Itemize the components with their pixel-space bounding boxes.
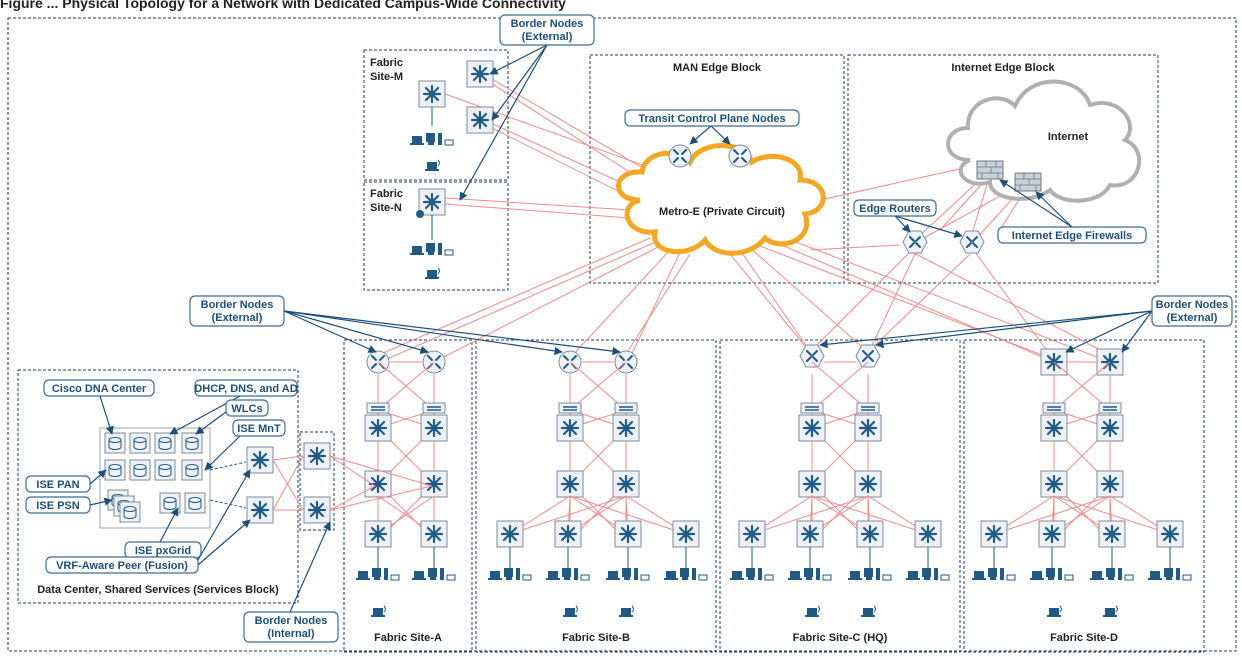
- transit-cp-callout-text: Transit Control Plane Nodes: [638, 113, 785, 125]
- border-right-callout-text: (External): [1167, 312, 1218, 324]
- services-block-label: Data Center, Shared Services (Services B…: [37, 584, 279, 596]
- edge-routers-callout: Edge Routers: [853, 199, 963, 238]
- wlcs-callout: WLCs: [195, 399, 269, 435]
- vrf-peer-callout: VRF-Aware Peer (Fusion): [45, 469, 251, 574]
- ise-psn-callout: ISE PSN: [25, 496, 113, 514]
- vrf-peer-callout-text: VRF-Aware Peer (Fusion): [56, 560, 188, 572]
- ise-pxgrid-callout-text: ISE pxGrid: [135, 545, 191, 557]
- figure-title: Figure ... Physical Topology for a Netwo…: [0, 0, 566, 11]
- fabric-site-n-box: [363, 181, 509, 291]
- fabric-site-c-box: [719, 339, 961, 653]
- metro-e-cloud: Metro-E (Private Circuit): [616, 143, 826, 256]
- services-block-box: [17, 369, 299, 604]
- fabric-site-stack: [971, 347, 1192, 618]
- fabric-site-d-box: [963, 339, 1205, 653]
- border-internal-callout-text: Border Nodes: [255, 615, 328, 627]
- border-internal-callout: Border Nodes(Internal): [243, 521, 339, 643]
- fabric-site-d-label: Fabric Site-D: [1050, 632, 1118, 644]
- fabric-site-b-label: Fabric Site-B: [562, 632, 630, 644]
- dhcp-callout: DHCP, DNS, and AD: [169, 379, 298, 435]
- border-top-callout-text: (External): [522, 31, 573, 43]
- metro-e-label: Metro-E (Private Circuit): [659, 206, 785, 218]
- man-edge-block-label: MAN Edge Block: [673, 62, 762, 74]
- fabric-site-a-label: Fabric Site-A: [374, 632, 442, 644]
- services-devices: [99, 427, 433, 529]
- border-top-callout-text: Border Nodes: [511, 18, 584, 30]
- transit-cp-callout: Transit Control Plane Nodes: [624, 109, 800, 145]
- fabric-site-a-box: [343, 339, 473, 653]
- dna-center-callout-text: Cisco DNA Center: [52, 383, 147, 395]
- ise-pan-callout-text: ISE PAN: [36, 479, 79, 491]
- outer-frame: [7, 17, 1237, 652]
- callouts: Border Nodes(External)Border Nodes(Exter…: [25, 14, 1233, 643]
- border-right-callout: Border Nodes(External): [819, 295, 1233, 353]
- fabric-site-b-box: [475, 339, 717, 653]
- edge-router-icons: [902, 230, 985, 254]
- border-left-callout-text: (External): [212, 312, 263, 324]
- internet-firewalls-callout-text: Internet Edge Firewalls: [1012, 230, 1132, 242]
- wlcs-callout-text: WLCs: [231, 403, 262, 415]
- border-internal-box: [299, 431, 335, 531]
- border-internal-callout-text: (Internal): [267, 628, 314, 640]
- ise-pxgrid-callout: ISE pxGrid: [124, 507, 202, 559]
- fabric-site-c-label: Fabric Site-C (HQ): [793, 632, 888, 644]
- fabric-site-devices: [355, 344, 1192, 618]
- site-n-devices: [409, 187, 454, 280]
- internet-label: Internet: [1048, 131, 1089, 143]
- border-top-callout: Border Nodes(External): [459, 14, 595, 201]
- border-left-callout-text: Border Nodes: [201, 299, 274, 311]
- fabric-site-stack: [355, 350, 456, 618]
- ise-mnt-callout: ISE MnT: [204, 419, 286, 471]
- site-m-devices: [409, 59, 495, 172]
- edge-routers-callout-text: Edge Routers: [859, 203, 931, 215]
- dhcp-callout-text: DHCP, DNS, and AD: [194, 383, 297, 395]
- border-left-callout: Border Nodes(External): [189, 295, 621, 356]
- dna-center-callout: Cisco DNA Center: [43, 379, 155, 435]
- fabric-site-stack: [729, 344, 950, 618]
- fabric-site-m-box: [363, 49, 509, 181]
- internet-cloud: Internet: [946, 79, 1142, 203]
- ise-pan-callout: ISE PAN: [25, 469, 107, 493]
- border-right-callout-text: Border Nodes: [1156, 299, 1229, 311]
- internet-edge-block-label: Internet Edge Block: [951, 62, 1055, 74]
- internet-edge-block-box: [847, 54, 1159, 284]
- ise-psn-callout-text: ISE PSN: [36, 500, 79, 512]
- man-edge-block-box: [589, 54, 845, 284]
- internet-firewalls-callout: Internet Edge Firewalls: [997, 179, 1147, 244]
- ise-mnt-callout-text: ISE MnT: [237, 423, 281, 435]
- fabric-site-stack: [487, 350, 708, 618]
